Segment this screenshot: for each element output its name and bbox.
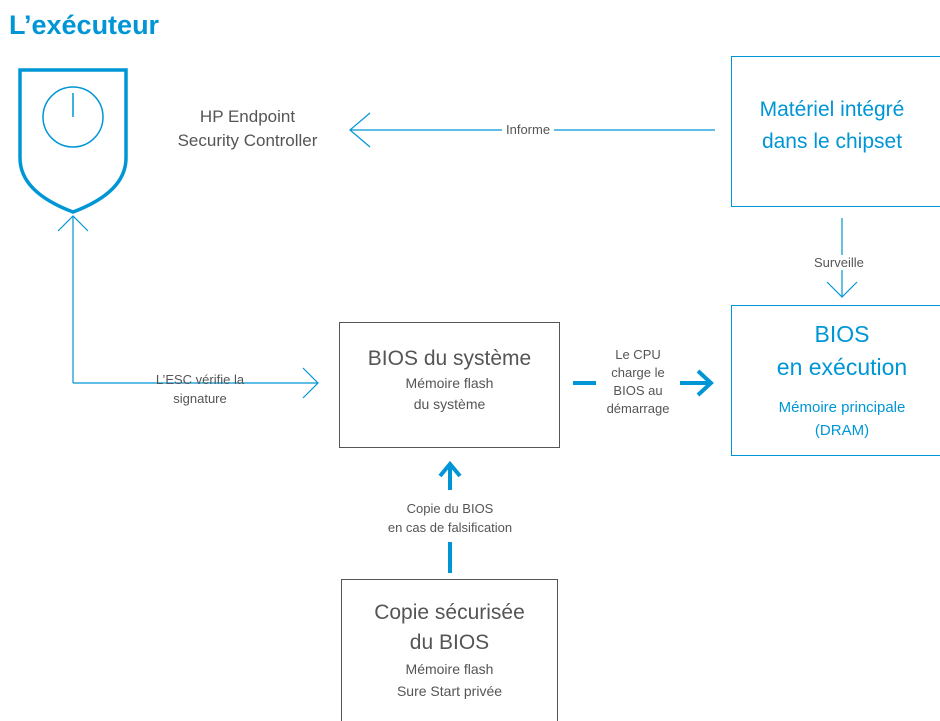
- system-bios-sub1: Mémoire flash: [405, 375, 494, 391]
- verify-label-line2: signature: [173, 391, 227, 406]
- chipset-box: Matériel intégré dans le chipset: [731, 56, 940, 207]
- restore-arrow: [438, 460, 462, 573]
- running-bios-sub1: Mémoire principale: [778, 399, 906, 416]
- chipset-line2: dans le chipset: [761, 130, 903, 153]
- verify-label: L’ESC vérifie la signature: [135, 370, 265, 408]
- secure-copy-title1: Copie sécurisée: [374, 601, 525, 624]
- system-bios-title: BIOS du système: [367, 347, 532, 370]
- esc-label-line1: HP Endpoint: [199, 107, 296, 126]
- cpu-label-line2: charge le: [611, 365, 665, 380]
- secure-copy-box: Copie sécurisée du BIOS Mémoire flash Su…: [341, 579, 558, 721]
- secure-copy-sub2: Sure Start privée: [396, 683, 503, 699]
- restore-label-line2: en cas de falsification: [387, 520, 513, 535]
- verify-label-line1: L’ESC vérifie la: [155, 372, 245, 387]
- page-title: L’exécuteur: [9, 10, 160, 40]
- system-bios-sub2: du système: [413, 396, 486, 412]
- chipset-line1: Matériel intégré: [759, 98, 905, 121]
- monitors-label: Surveille: [810, 255, 868, 270]
- cpu-load-label: Le CPU charge le BIOS au démarrage: [600, 346, 676, 418]
- shield-power-icon: [18, 68, 128, 214]
- running-bios-title1: BIOS: [814, 321, 870, 347]
- restore-label: Copie du BIOS en cas de falsification: [355, 499, 545, 537]
- cpu-label-line4: démarrage: [606, 401, 670, 416]
- informs-label: Informe: [502, 122, 555, 137]
- cpu-label-line3: BIOS au: [613, 383, 663, 398]
- cpu-label-line1: Le CPU: [615, 347, 661, 362]
- running-bios-sub2: (DRAM): [814, 422, 870, 439]
- secure-copy-title2: du BIOS: [409, 631, 490, 654]
- secure-copy-sub1: Mémoire flash: [405, 661, 494, 677]
- system-bios-box: BIOS du système Mémoire flash du système: [339, 322, 560, 448]
- esc-label: HP Endpoint Security Controller: [150, 105, 345, 153]
- restore-label-line1: Copie du BIOS: [406, 501, 494, 516]
- verify-arrow: [57, 215, 319, 399]
- esc-label-line2: Security Controller: [177, 131, 318, 150]
- running-bios-box: BIOS en exécution Mémoire principale (DR…: [731, 305, 940, 456]
- cpu-load-arrow: [573, 369, 714, 397]
- running-bios-title2: en exécution: [776, 354, 908, 380]
